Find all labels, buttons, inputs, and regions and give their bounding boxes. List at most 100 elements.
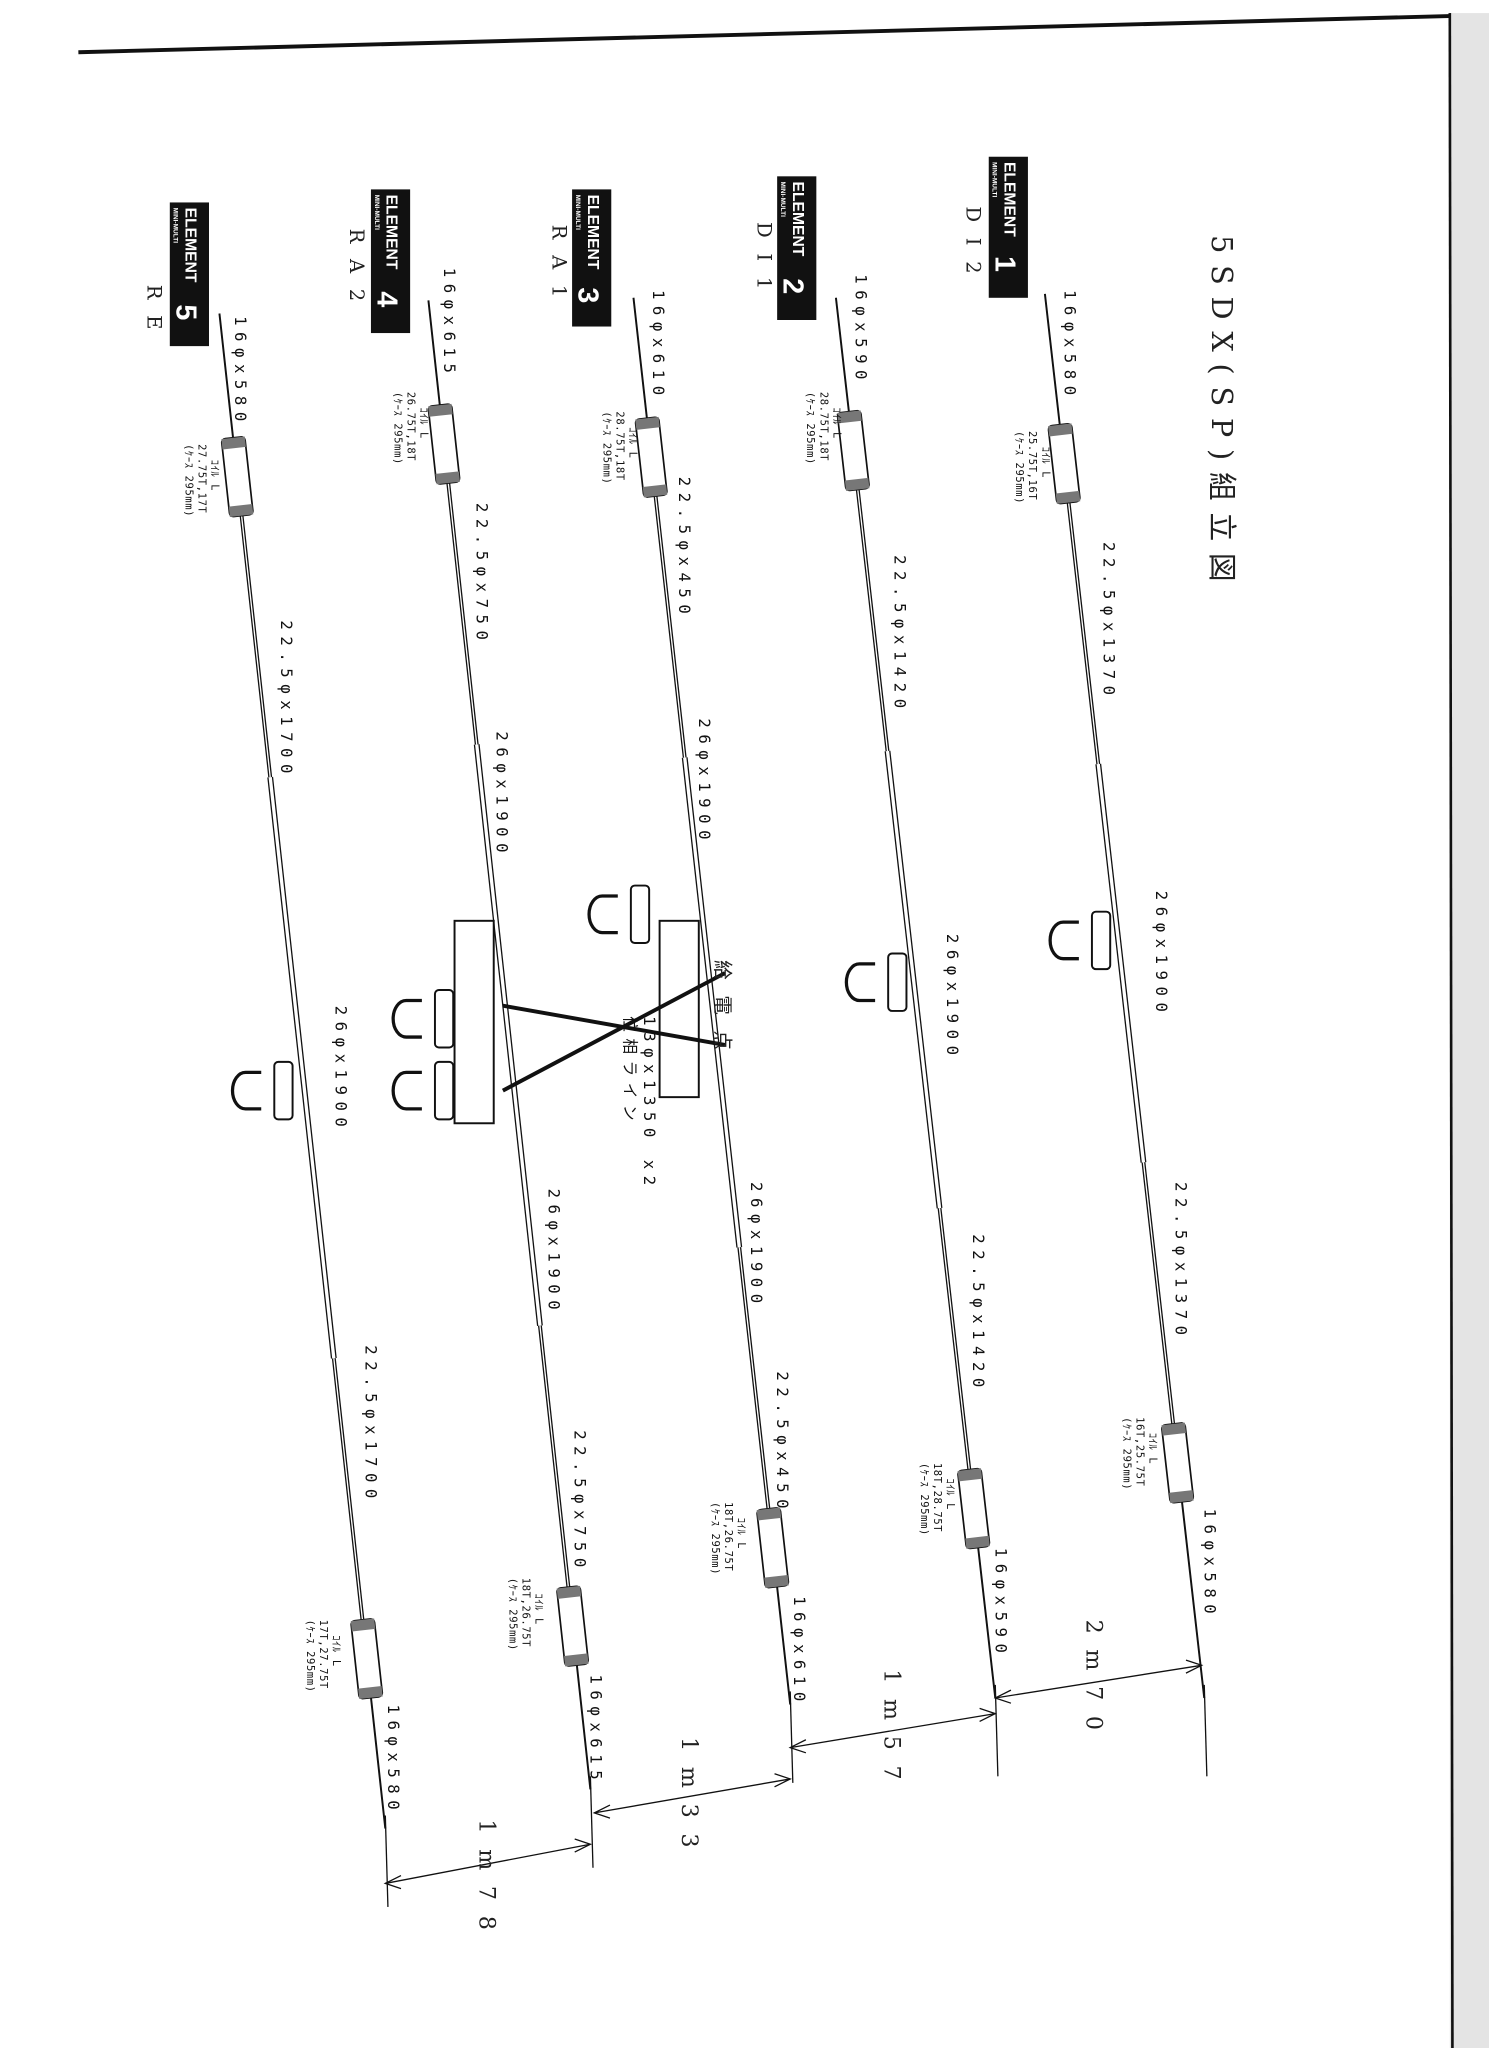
coil-bottom-label: ｺｲﾙ L18T,26.75T(ｹｰｽ 295mm)	[506, 1578, 544, 1651]
svg-text:MINI-MULTI: MINI-MULTI	[172, 208, 179, 244]
element-badge: MINI-MULTI ELEMENT 1	[988, 156, 1028, 298]
element-tube-inner	[683, 757, 741, 1248]
tube-top-label: 22.5φx750	[473, 503, 492, 647]
coil-cap	[1161, 1422, 1187, 1436]
tip-top-label: 16φx615	[440, 268, 459, 380]
tube-bottom-label: 22.5φx750	[571, 1430, 590, 1574]
coil-cap	[435, 471, 460, 485]
element-badge: MINI-MULTI ELEMENT 5	[169, 202, 209, 347]
arrowhead-icon	[993, 1689, 1012, 1704]
coil-top-label: ｺｲﾙ L27.75T,17T(ｹｰｽ 295mm)	[182, 444, 220, 517]
element-tube-inner	[1142, 1162, 1179, 1463]
svg-text:4: 4	[370, 291, 402, 307]
u-bolt-icon	[391, 998, 422, 1039]
page-right-edge	[1449, 13, 1489, 2048]
svg-text:MINI-MULTI: MINI-MULTI	[574, 195, 581, 231]
tip-bottom-label: 16φx615	[586, 1674, 605, 1786]
element-1: MINI-MULTI ELEMENT 1 DI2 16φx580 ｺｲﾙ L25…	[962, 156, 1219, 1621]
tip-bottom-label: 16φx590	[991, 1548, 1010, 1660]
element-role: RE	[143, 285, 166, 345]
coil-cap	[228, 504, 254, 517]
coil-cap	[1048, 423, 1073, 437]
page-right-edge-line	[1448, 13, 1454, 2048]
svg-text:MINI-MULTI: MINI-MULTI	[779, 182, 786, 218]
svg-text:3: 3	[572, 287, 604, 303]
tube-top-label: 22.5φx450	[675, 477, 694, 621]
element-role: RA2	[345, 229, 368, 317]
arrowhead-icon	[788, 1739, 807, 1754]
coil-bottom-label: ｺｲﾙ L16T,25.75T(ｹｰｽ 295mm)	[1120, 1417, 1158, 1490]
svg-text:MINI-MULTI: MINI-MULTI	[373, 195, 380, 231]
coil-cap	[556, 1585, 582, 1599]
arrowhead-icon	[1185, 1659, 1204, 1674]
spacing-label-el2-el3: 1m57	[878, 1669, 904, 1795]
boom-bracket	[658, 919, 700, 1099]
element-tube-inner	[268, 776, 336, 1359]
coil-bottom-label: ｺｲﾙ L17T,27.75T(ｹｰｽ 295mm)	[304, 1620, 342, 1693]
boom-label: 26φx1900	[332, 1006, 351, 1134]
spacing-label-el3-el4: 1m33	[676, 1737, 702, 1863]
element-badge: MINI-MULTI ELEMENT 3	[572, 189, 612, 327]
dimension-line	[385, 1843, 591, 1885]
element-badge: MINI-MULTI ELEMENT 4	[370, 189, 411, 334]
mount-plate-icon	[629, 884, 651, 944]
boom-bracket	[453, 919, 495, 1125]
arrowhead-icon	[574, 1838, 593, 1853]
element-tube-inner	[1063, 463, 1099, 765]
svg-text:2: 2	[777, 278, 809, 294]
coil-cap	[221, 436, 246, 450]
element-tube-inner	[443, 444, 478, 745]
svg-text:5: 5	[169, 304, 201, 320]
boom-label: 26φx1900	[492, 731, 511, 859]
coil-top-label: ｺｲﾙ L25.75T,16T(ｹｰｽ 295mm)	[1013, 431, 1051, 504]
tip-bottom-label: 16φx580	[384, 1704, 403, 1816]
boom-label: 26φx1900	[747, 1182, 766, 1310]
coil-cap	[642, 484, 668, 498]
svg-text:1: 1	[988, 256, 1020, 272]
coil-cap	[764, 1575, 789, 1588]
boom-label: 26φx1900	[695, 718, 714, 846]
u-bolt-icon	[587, 894, 618, 935]
drawing-title: 5SDX(SP)組立図	[1205, 235, 1239, 593]
spacing-label-el4-el5: 1m78	[473, 1819, 499, 1945]
arrowhead-icon	[383, 1875, 402, 1890]
feed-point-label: 給電点	[711, 960, 734, 1066]
tube-top-label: 22.5φx1420	[891, 555, 910, 715]
coil-top-label: ｺｲﾙ L26.75T,18T(ｹｰｽ 295mm)	[391, 392, 429, 465]
coil-cap	[358, 1686, 383, 1700]
element-tube-inner	[475, 744, 542, 1326]
element-badge: MINI-MULTI ELEMENT 2	[777, 176, 817, 320]
tip-top-label: 16φx580	[231, 316, 250, 428]
phase-line	[501, 971, 726, 1093]
boom-label: 26φx1900	[545, 1189, 564, 1317]
coil-cap	[350, 1618, 376, 1632]
element-tube-inner	[938, 1208, 975, 1509]
coil-cap	[428, 403, 453, 417]
element-tube-inner	[650, 457, 686, 758]
mount-plate-icon	[273, 1060, 294, 1121]
coil-cap	[844, 477, 870, 491]
tip-bottom-label: 16φx580	[1200, 1509, 1219, 1621]
coil-cap	[564, 1653, 589, 1667]
coil-cap	[635, 416, 660, 430]
coil-top-label: ｺｲﾙ L28.75T,18T(ｹｰｽ 295mm)	[804, 392, 842, 465]
boom-label: 26φx1900	[943, 934, 962, 1062]
tube-top-label: 22.5φx1700	[277, 620, 296, 780]
svg-text:ELEMENT: ELEMENT	[584, 195, 601, 270]
tip-bottom-label: 16φx610	[790, 1596, 809, 1708]
tube-bottom-label: 22.5φx450	[773, 1371, 792, 1515]
dimension-line	[995, 1664, 1202, 1699]
element-tube-inner	[738, 1247, 774, 1548]
u-bolt-icon	[391, 1070, 422, 1111]
element-tube-inner	[885, 750, 942, 1209]
element-3: MINI-MULTI ELEMENT 3 RA1 16φx610 ｺｲﾙ L28…	[548, 189, 809, 1708]
mount-plate-icon	[1090, 910, 1112, 971]
boom-label: 26φx1900	[1152, 891, 1171, 1019]
element-5: MINI-MULTI ELEMENT 5 RE 16φx580 ｺｲﾙ L27.…	[143, 202, 403, 1816]
element-role: RA1	[548, 225, 571, 313]
element-role: DI2	[962, 206, 985, 289]
coil-bottom-label: ｺｲﾙ L18T,26.75T(ｹｰｽ 295mm)	[709, 1502, 747, 1575]
svg-text:ELEMENT: ELEMENT	[1000, 162, 1017, 237]
coil-cap	[1055, 490, 1081, 504]
